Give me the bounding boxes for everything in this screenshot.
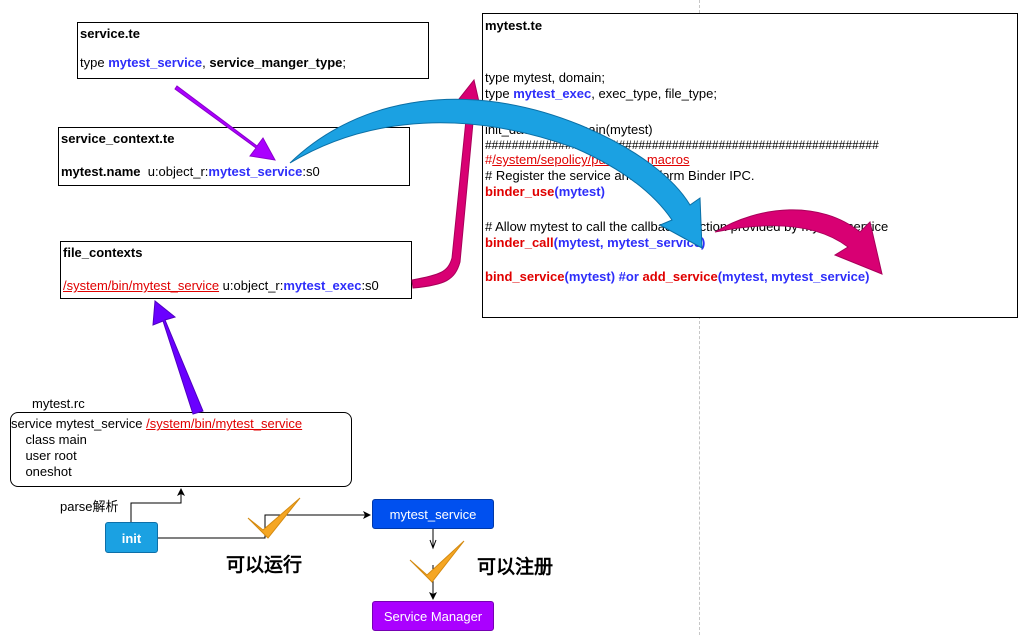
can-run-label: 可以运行: [226, 555, 303, 576]
mytest-service-node[interactable]: mytest_service: [372, 499, 494, 529]
mytest-rc-box: service mytest_service /system/bin/mytes…: [10, 412, 352, 487]
mytest-rc-label: mytest.rc: [32, 396, 85, 411]
purple-arrow: [174, 85, 276, 161]
mytest-te-type-domain: type mytest, domain;: [485, 70, 605, 85]
service-context-te-title: service_context.te: [61, 131, 175, 146]
service-te-type-line: type mytest_service, service_manger_type…: [80, 55, 346, 70]
file-contexts-line: /system/bin/mytest_service u:object_r:my…: [63, 278, 379, 293]
mytest-rc-user-line: user root: [11, 448, 77, 463]
mytest-te-bind-service: bind_service(mytest) #or add_service(myt…: [485, 269, 870, 284]
service-context-te-box: service_context.te mytest.name u:object_…: [58, 127, 410, 186]
init-to-service-connector: [158, 511, 371, 539]
mytest-te-binder-use: binder_use(mytest): [485, 184, 605, 199]
service-to-manager-connector: [430, 529, 436, 599]
parse-label: parse解析: [60, 499, 119, 514]
init-to-rc-connector: [130, 488, 185, 522]
mytest-te-type-exec: type mytest_exec, exec_type, file_type;: [485, 86, 717, 101]
file-contexts-box: file_contexts /system/bin/mytest_service…: [60, 241, 412, 299]
service-te-title: service.te: [80, 26, 140, 41]
can-register-label: 可以注册: [477, 557, 554, 578]
mytest-te-binder-call: binder_call(mytest, mytest_service): [485, 235, 706, 250]
mytest-te-title: mytest.te: [485, 18, 543, 33]
blue-curved-arrow: [289, 98, 703, 249]
mytest-rc-service-line: service mytest_service /system/bin/mytes…: [11, 416, 303, 431]
service-te-box: service.te type mytest_service, service_…: [77, 22, 429, 79]
mytest-te-box: mytest.te type mytest, domain; type myte…: [482, 13, 1018, 318]
mytest-rc-class-line: class main: [11, 432, 87, 447]
file-contexts-title: file_contexts: [63, 245, 143, 260]
magenta-curved-arrow: [714, 209, 883, 275]
check-icon: [409, 540, 465, 583]
mytest-rc-oneshot-line: oneshot: [11, 464, 72, 479]
service-context-te-line: mytest.name u:object_r:mytest_service:s0: [61, 164, 320, 179]
check-icon: [247, 497, 301, 539]
init-node[interactable]: init: [105, 522, 158, 553]
violet-arrow: [152, 300, 204, 415]
magenta-arrow-exec: [411, 78, 480, 289]
